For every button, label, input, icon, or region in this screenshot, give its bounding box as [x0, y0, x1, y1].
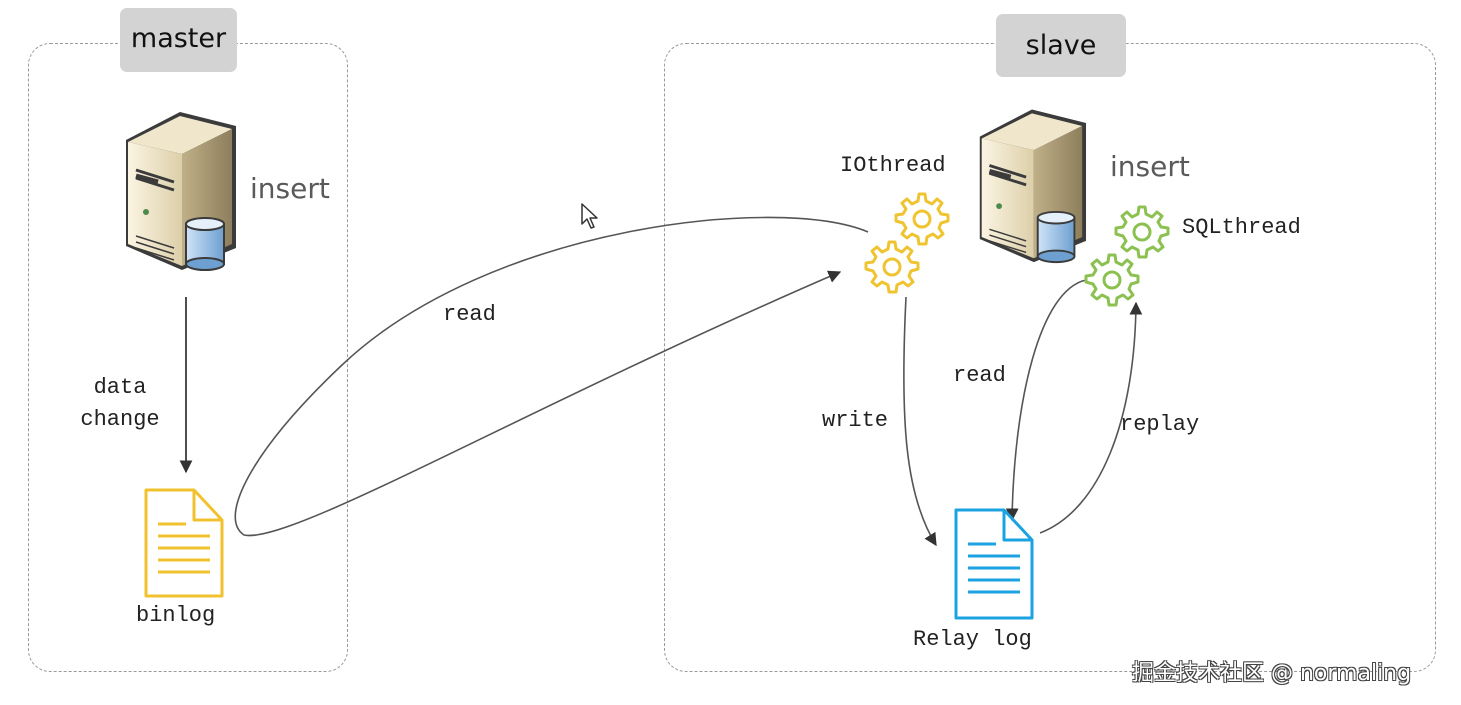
relay-log-document-icon	[954, 508, 1034, 620]
mouse-cursor-icon	[581, 203, 598, 229]
master-title: master	[120, 8, 237, 72]
binlog-read-label: read	[443, 302, 496, 327]
sql-replay-label: replay	[1120, 412, 1200, 437]
sql-thread-label: SQLthread	[1182, 215, 1301, 240]
sql-replay-arrow	[1039, 301, 1143, 534]
binlog-label: binlog	[136, 603, 216, 628]
watermark: 掘金技术社区 @ normaling	[1132, 661, 1412, 686]
slave-title: slave	[996, 14, 1126, 77]
master-database-cylinder	[185, 217, 225, 271]
io-write-arrow	[902, 296, 937, 547]
binlog-read-loop	[234, 216, 869, 537]
data-change-label: data change	[80, 375, 160, 432]
io-thread-gears-icon	[864, 192, 950, 294]
slave-database-cylinder	[1036, 210, 1076, 264]
binlog-document-icon	[144, 488, 224, 598]
io-write-label: write	[822, 408, 889, 433]
sql-thread-gears-icon	[1084, 205, 1170, 307]
io-thread-label: IOthread	[840, 153, 946, 178]
sql-read-arrow	[1005, 279, 1087, 522]
master-server-icon	[126, 112, 236, 271]
slave-server-icon	[979, 109, 1087, 264]
relay-log-label: Relay log	[913, 627, 1032, 652]
master-insert-label: insert	[250, 172, 330, 205]
sql-read-label: read	[953, 363, 1006, 388]
slave-insert-label: insert	[1110, 150, 1190, 183]
